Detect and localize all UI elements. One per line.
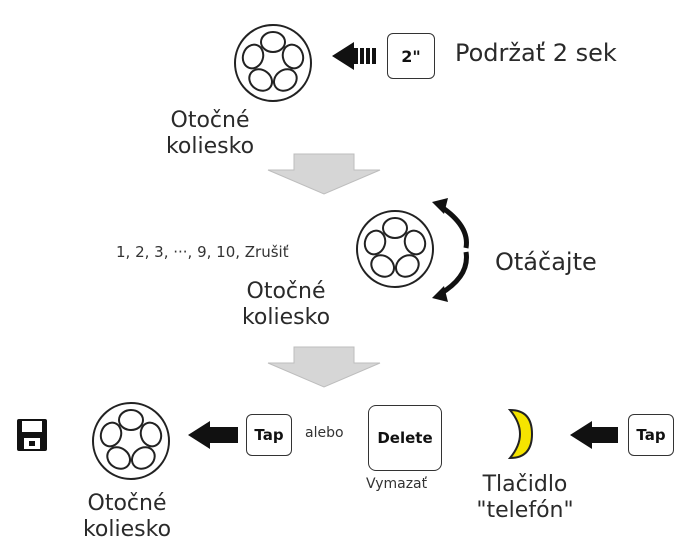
tap-key-label: Tap <box>254 426 284 444</box>
delete-key-label: Delete <box>377 429 433 447</box>
phone-button-label-line2: "telefón" <box>476 498 574 523</box>
floppy-disk-icon <box>17 419 47 451</box>
wheel-petal <box>281 43 305 70</box>
options-list: 1, 2, 3, ···, 9, 10, Zrušiť <box>116 243 289 261</box>
or-text: alebo <box>305 425 344 441</box>
tap-key: Tap <box>246 414 292 456</box>
rotary-wheel-icon <box>92 402 170 480</box>
hold-instruction: Podržať 2 sek <box>455 39 617 67</box>
wheel-petal <box>248 68 274 92</box>
wheel-petal <box>363 229 387 256</box>
wheel-label: Otočné koliesko <box>226 279 346 331</box>
phone-button-icon <box>507 408 534 460</box>
wheel-petal <box>403 229 427 256</box>
tap-key: Tap <box>628 414 674 456</box>
wheel-label-line2: koliesko <box>82 517 172 542</box>
left-arrow-icon <box>188 421 238 449</box>
wheel-petal <box>99 421 123 448</box>
delete-caption: Vymazať <box>366 476 428 492</box>
wheel-label-line2: koliesko <box>165 134 255 159</box>
rotate-arrows-icon <box>432 198 469 302</box>
wheel-petal <box>382 217 408 239</box>
tap-key-label: Tap <box>636 426 666 444</box>
wheel-petal <box>106 446 132 470</box>
wheel-petal <box>272 68 298 92</box>
wheel-label-line1: Otočné <box>170 108 250 133</box>
wheel-petal <box>130 446 156 470</box>
wheel-label-line1: Otočné <box>87 491 167 516</box>
flow-arrow-down-icon <box>267 153 381 195</box>
wheel-petal <box>394 254 420 278</box>
wheel-petal <box>139 421 163 448</box>
hold-2s-key: 2" <box>387 33 435 79</box>
wheel-petal <box>118 409 144 431</box>
phone-button-label-line1: Tlačidlo <box>482 472 568 497</box>
rotary-wheel-icon <box>356 210 434 288</box>
rotate-instruction: Otáčajte <box>495 248 597 276</box>
wheel-label: Otočné koliesko <box>67 491 187 543</box>
wheel-petal <box>370 254 396 278</box>
left-arrow-icon <box>332 42 376 70</box>
wheel-label-line1: Otočné <box>246 279 326 304</box>
wheel-label: Otočné koliesko <box>150 108 270 160</box>
wheel-petal <box>241 43 265 70</box>
phone-button-label: Tlačidlo "telefón" <box>460 472 590 524</box>
rotary-wheel-icon <box>234 24 312 102</box>
wheel-petal <box>260 31 286 53</box>
delete-key: Delete <box>368 405 442 471</box>
left-arrow-icon <box>570 421 618 449</box>
flow-arrow-down-icon <box>267 346 381 388</box>
hold-key-label: 2" <box>401 46 421 66</box>
wheel-label-line2: koliesko <box>241 305 331 330</box>
